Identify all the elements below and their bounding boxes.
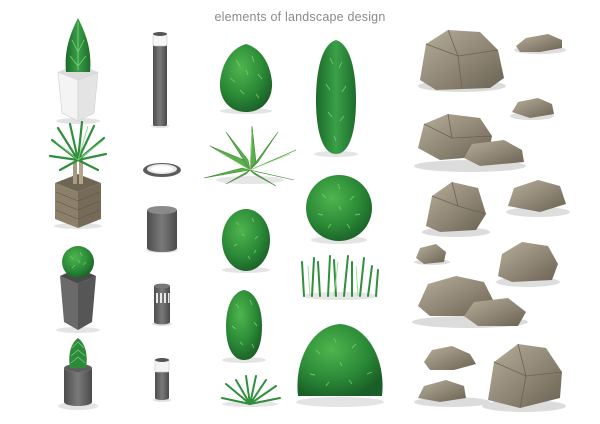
white-pot-cypress: [56, 18, 100, 124]
wooden-planter-yucca: [48, 120, 108, 229]
ground-spot-light: [143, 163, 181, 177]
spiky-agave: [203, 125, 297, 187]
short-post-light: [153, 358, 171, 402]
large-round-bush: [296, 324, 384, 407]
low-grass-tuft: [221, 375, 281, 407]
cylinder-garden-light: [146, 206, 178, 253]
small-stacked-stones: [414, 346, 490, 407]
angular-rock: [422, 181, 490, 237]
flat-rock-top-right: [514, 34, 566, 54]
stacked-rocks: [414, 113, 526, 172]
flat-rock-cluster: [412, 276, 528, 328]
tall-cypress: [314, 40, 358, 157]
grey-planter-ball-shrub: [56, 246, 100, 333]
page-title: elements of landscape design: [214, 10, 386, 24]
medium-rock-right: [506, 180, 570, 217]
slotted-bollard-light: [152, 283, 172, 326]
tall-grass-clump: [301, 255, 379, 300]
tall-bollard-lamp: [151, 32, 169, 128]
round-topiary: [306, 175, 372, 244]
pebble-left: [414, 244, 450, 265]
round-pot-succulent: [58, 338, 98, 410]
rounded-rock-right: [496, 242, 560, 287]
large-boulder: [418, 29, 506, 92]
pillar-shrub: [222, 290, 266, 363]
oval-shrub: [222, 209, 270, 273]
small-rock-right: [510, 98, 554, 120]
conical-shrub: [219, 44, 273, 114]
tall-boulder-bottom: [482, 343, 566, 412]
